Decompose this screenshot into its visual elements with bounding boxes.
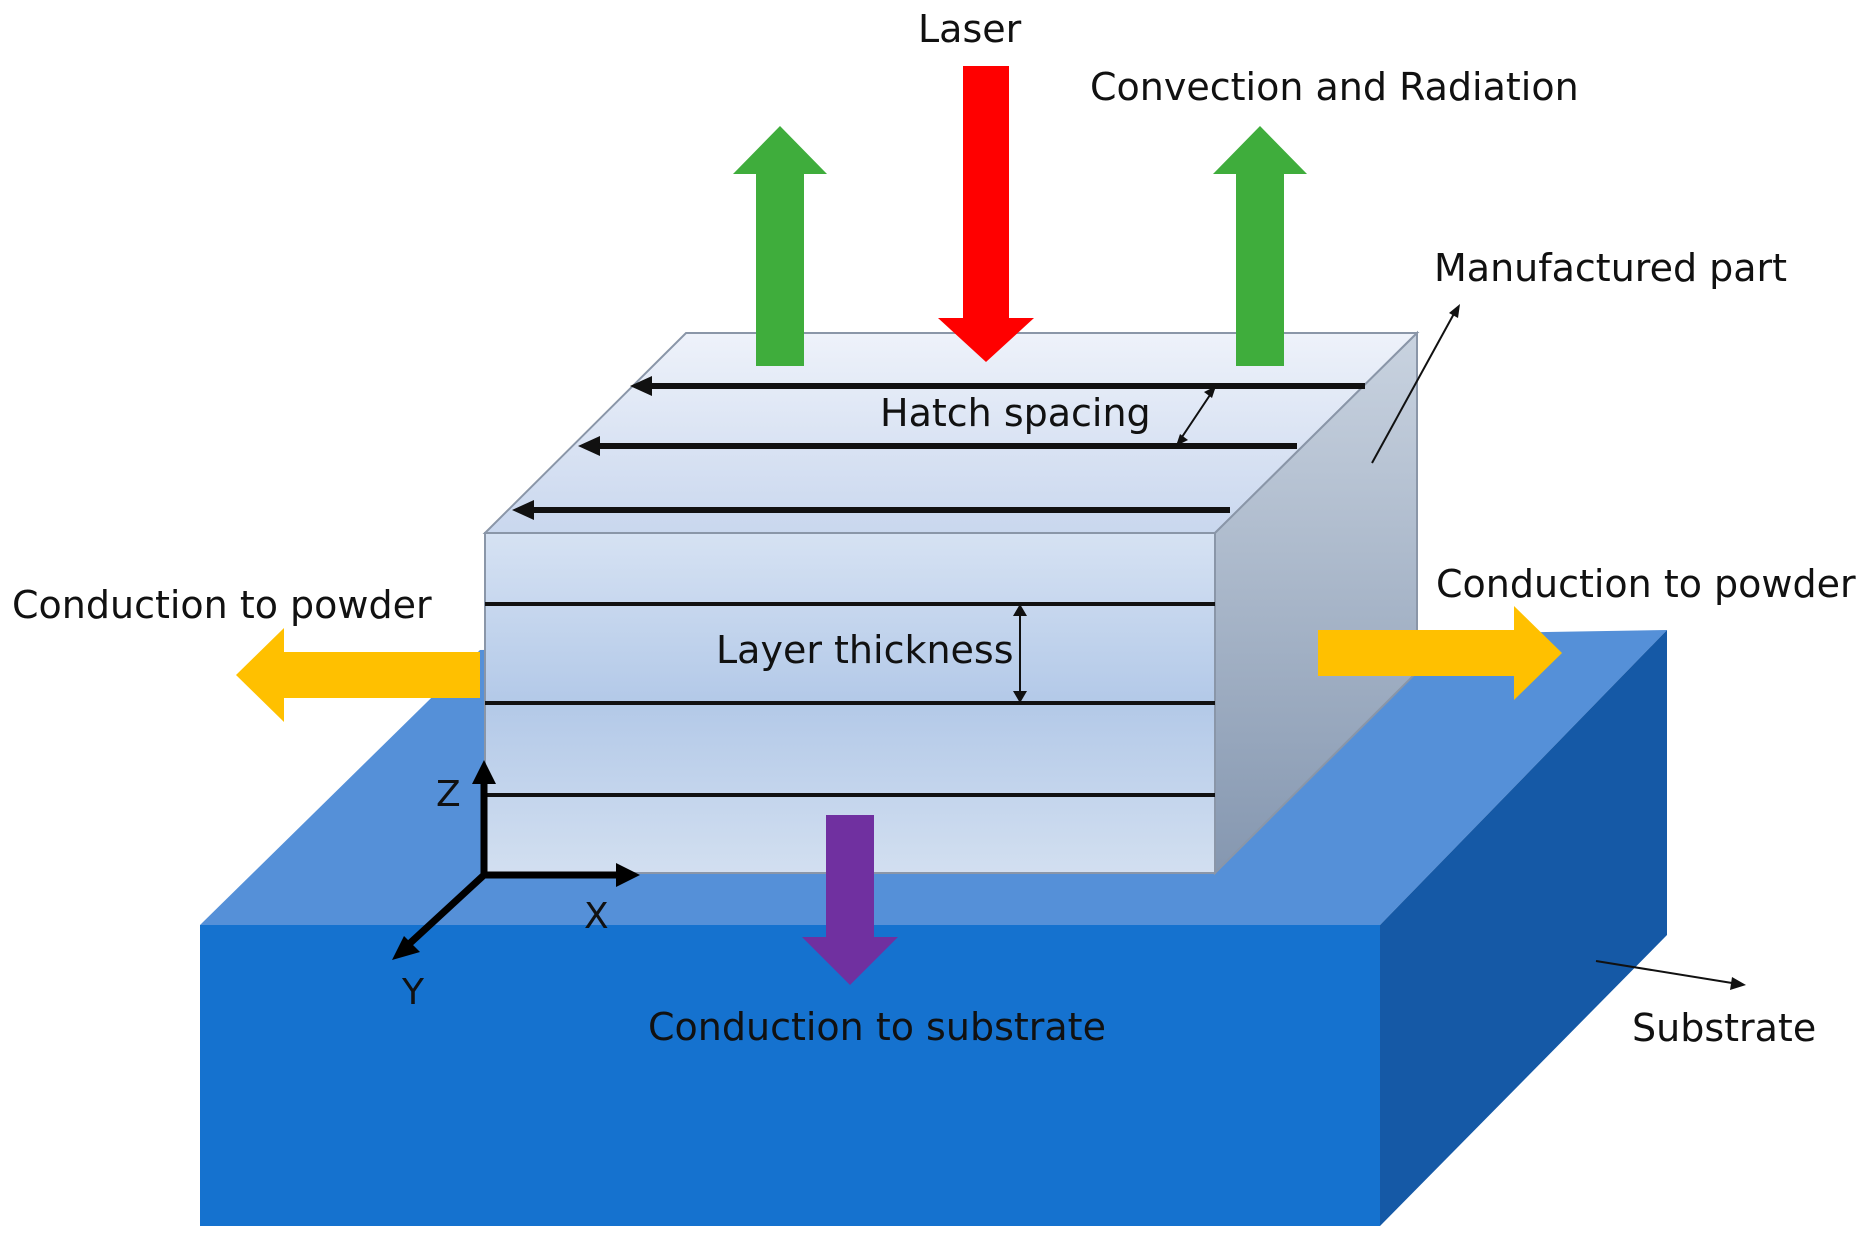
convection-arrow-right <box>1213 126 1307 366</box>
conduction-powder-right-label: Conduction to powder <box>1436 562 1856 606</box>
substrate-arrow <box>802 815 898 985</box>
conduction-powder-left-label: Conduction to powder <box>12 583 432 627</box>
convection-arrow-left <box>733 126 827 366</box>
z-axis-arrowhead <box>472 760 496 784</box>
hatch-spacing-label: Hatch spacing <box>880 391 1151 435</box>
powder-arrow-right <box>1318 606 1562 700</box>
manufactured-part-label: Manufactured part <box>1434 246 1787 290</box>
y-axis-arrowhead <box>392 936 420 960</box>
powder-arrow-left <box>236 628 480 722</box>
x-axis-label: X <box>584 896 609 937</box>
x-axis-arrowhead <box>616 863 640 887</box>
scan-tracks <box>512 376 1365 520</box>
z-axis-label: Z <box>436 774 461 815</box>
laser-arrow <box>938 66 1034 362</box>
substrate-side-face <box>1380 630 1667 1226</box>
coordinate-axes <box>392 760 640 960</box>
manufactured-part-pointer <box>1371 304 1460 464</box>
layer-thickness-dimension <box>1013 604 1027 703</box>
substrate-pointer <box>1595 960 1746 990</box>
hatch-spacing-dimension <box>1176 386 1216 446</box>
y-axis-label: Y <box>401 972 425 1013</box>
scan-track-arrowhead <box>578 436 600 456</box>
laser-label: Laser <box>918 7 1022 51</box>
layer-thickness-label: Layer thickness <box>716 628 1014 672</box>
convection-label: Convection and Radiation <box>1090 65 1579 109</box>
conduction-substrate-label: Conduction to substrate <box>648 1005 1106 1049</box>
scan-track-arrowhead <box>512 500 534 520</box>
substrate-label: Substrate <box>1632 1006 1816 1050</box>
scan-track-arrowhead <box>630 376 652 396</box>
y-axis <box>405 872 487 948</box>
substrate-front-face <box>200 925 1380 1226</box>
